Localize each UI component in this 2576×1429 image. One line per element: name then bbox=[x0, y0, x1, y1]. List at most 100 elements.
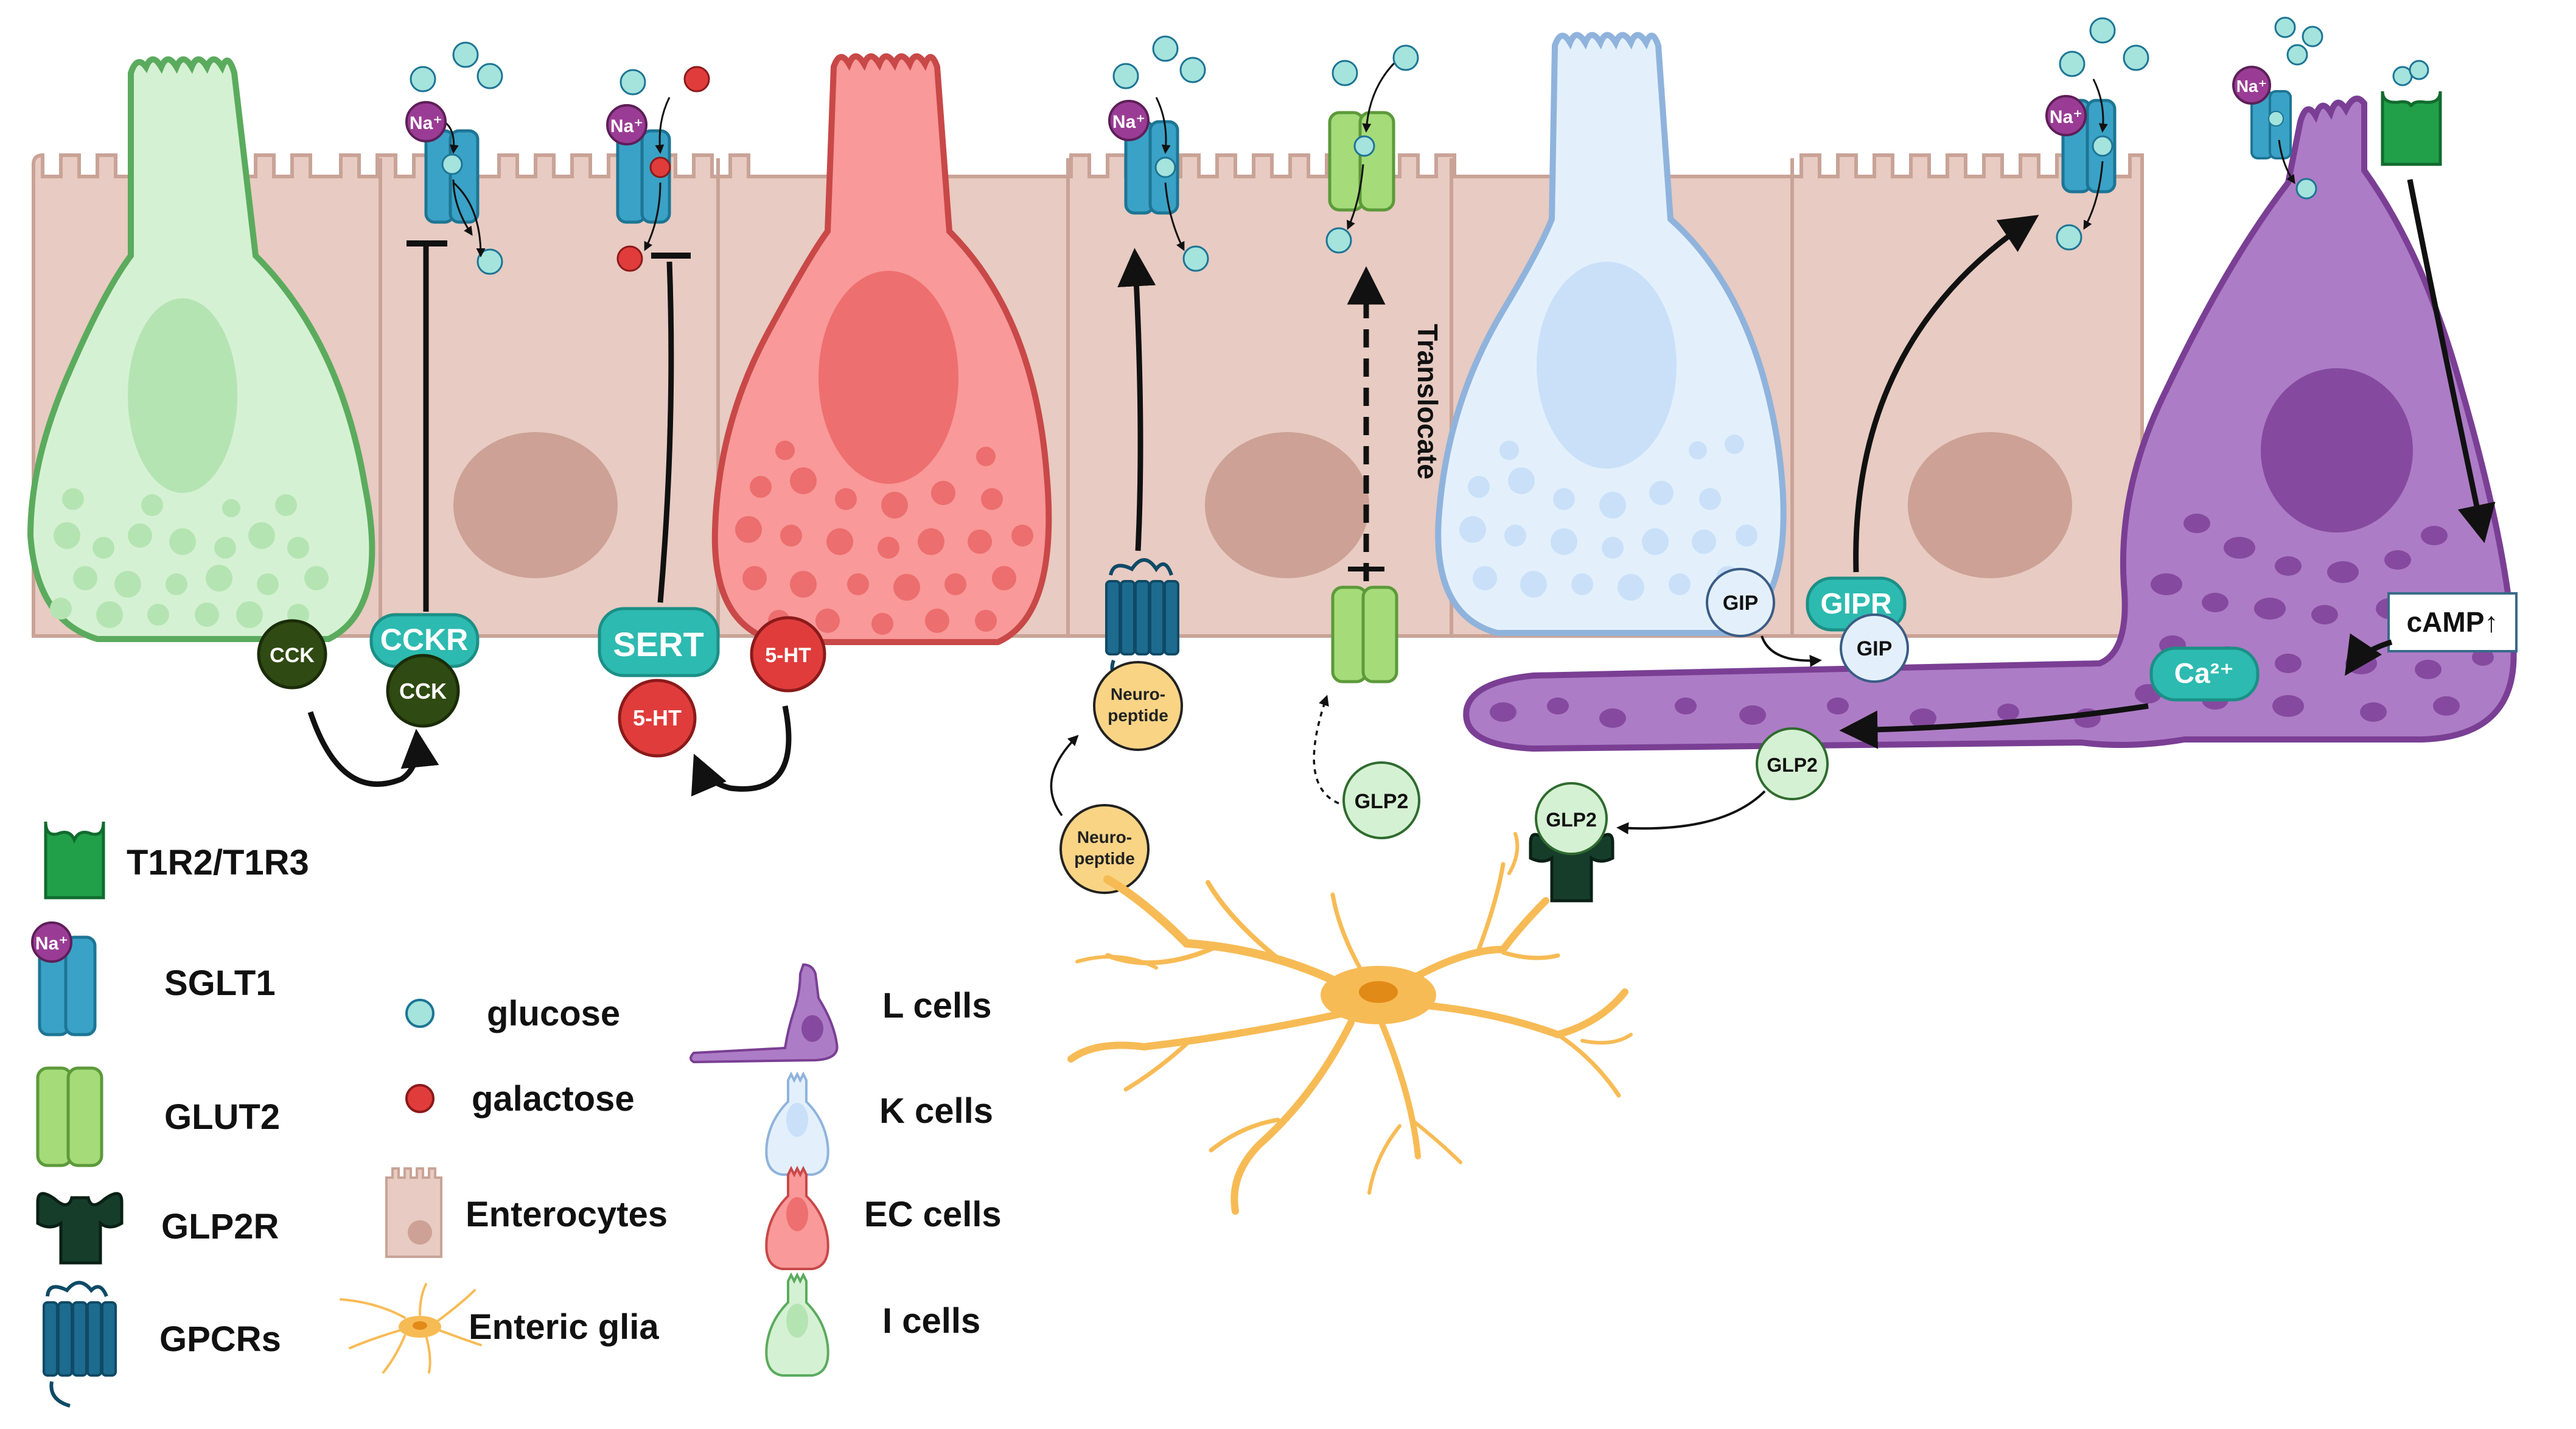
legend-item-enteric-glia: Enteric glia bbox=[340, 1283, 659, 1374]
svg-text:GPCRs: GPCRs bbox=[159, 1319, 281, 1359]
legend-item-i-cells: I cells bbox=[765, 1272, 980, 1377]
legend-item-ec-cells: EC cells bbox=[765, 1165, 1002, 1270]
svg-text:Na⁺: Na⁺ bbox=[2236, 77, 2267, 96]
glia-nucleus bbox=[1359, 981, 1398, 1003]
svg-text:T1R2/T1R3: T1R2/T1R3 bbox=[127, 843, 309, 882]
glp2r-receptor: GLP2 bbox=[1529, 782, 1614, 903]
gpcr-receptor bbox=[1105, 558, 1179, 687]
legend-item-t1r2-t1r3: T1R2/T1R3 bbox=[44, 821, 309, 900]
translocate-label: Translocate bbox=[1412, 324, 1443, 480]
sglt1-icon: Na⁺ bbox=[31, 921, 97, 1036]
sglt1-transporter bbox=[616, 97, 671, 251]
sglt1-transporter bbox=[1124, 97, 1185, 251]
t1r2-t1r3-receptor bbox=[2381, 60, 2442, 166]
legend-item-enterocytes: Enterocytes bbox=[385, 1167, 668, 1258]
svg-text:GIP: GIP bbox=[1723, 592, 1759, 615]
svg-text:K cells: K cells bbox=[879, 1091, 993, 1131]
legend-item-l-cells: L cells bbox=[689, 963, 992, 1064]
legend-item-glp2r: GLP2R bbox=[36, 1192, 279, 1265]
enterocyte-nucleus bbox=[1205, 432, 1369, 578]
gip-bound: GIP bbox=[1840, 613, 1909, 683]
k-cell bbox=[1435, 32, 1787, 636]
glut2-icon bbox=[36, 1066, 103, 1167]
galactose-icon bbox=[405, 1084, 435, 1113]
enterocyte-icon bbox=[385, 1167, 442, 1258]
sodium-ion: Na⁺ bbox=[2045, 95, 2087, 136]
l-cell-signal-arrow bbox=[2407, 179, 2496, 543]
svg-text:GLUT2: GLUT2 bbox=[164, 1097, 280, 1137]
svg-text:peptide: peptide bbox=[1108, 706, 1168, 725]
svg-text:5-HT: 5-HT bbox=[633, 705, 682, 730]
glucose-molecule bbox=[452, 41, 479, 68]
svg-text:Na⁺: Na⁺ bbox=[2050, 107, 2082, 127]
glucose-molecule bbox=[620, 69, 646, 96]
svg-text:EC cells: EC cells bbox=[864, 1195, 1002, 1234]
glucose-molecule bbox=[476, 63, 503, 89]
legend-item-galactose: galactose bbox=[405, 1079, 635, 1119]
glucose-molecule bbox=[1182, 245, 1209, 272]
glucose-molecule bbox=[1332, 60, 1358, 86]
enteric-glia-icon bbox=[340, 1283, 482, 1374]
neuropeptide-released: Neuro- peptide bbox=[1059, 804, 1150, 894]
sodium-ion: Na⁺ bbox=[606, 104, 647, 145]
svg-text:I cells: I cells bbox=[882, 1301, 980, 1341]
glucose-icon bbox=[405, 999, 435, 1028]
glucose-molecule bbox=[1179, 57, 1206, 83]
svg-text:galactose: galactose bbox=[472, 1079, 635, 1119]
sert-transporter: SERT bbox=[598, 607, 720, 677]
svg-text:Ca²⁺: Ca²⁺ bbox=[2174, 657, 2234, 689]
serotonin-bound: 5-HT bbox=[618, 679, 697, 758]
svg-text:CCK: CCK bbox=[270, 644, 315, 667]
svg-text:Enteric glia: Enteric glia bbox=[469, 1307, 659, 1347]
glucose-molecule bbox=[2059, 51, 2086, 77]
legend: T1R2/T1R3 Na⁺ SGLT1 GLUT2 GLP2R bbox=[31, 821, 1002, 1408]
glut2-transporter-basolateral bbox=[1331, 585, 1398, 683]
camp-label: cAMP↑ bbox=[2387, 592, 2518, 652]
glucose-molecule bbox=[2302, 26, 2323, 47]
svg-text:SERT: SERT bbox=[613, 625, 703, 663]
svg-text:Na⁺: Na⁺ bbox=[610, 116, 643, 136]
svg-text:Neuro-: Neuro- bbox=[1111, 685, 1165, 704]
enteric-glia bbox=[1067, 832, 1633, 1215]
glucose-molecule bbox=[1152, 35, 1179, 62]
svg-text:Na⁺: Na⁺ bbox=[410, 113, 442, 133]
glucose-molecule bbox=[1325, 227, 1352, 254]
svg-text:5-HT: 5-HT bbox=[765, 644, 811, 667]
enterocyte-nucleus bbox=[1908, 432, 2072, 578]
legend-item-gpcrs: GPCRs bbox=[43, 1281, 281, 1408]
sodium-ion: Na⁺ bbox=[1108, 100, 1150, 141]
svg-text:Enterocytes: Enterocytes bbox=[466, 1195, 668, 1234]
sglt1-transporter bbox=[2061, 79, 2117, 230]
glp2r-icon bbox=[36, 1192, 124, 1265]
svg-text:CCK: CCK bbox=[399, 679, 447, 704]
glucose-molecule bbox=[2295, 178, 2317, 200]
galactose-molecule bbox=[683, 66, 710, 93]
glucose-molecule bbox=[2274, 16, 2296, 38]
legend-item-k-cells: K cells bbox=[765, 1071, 993, 1176]
glp2-hormone: GLP2 bbox=[1342, 761, 1420, 839]
k-cell-icon bbox=[765, 1071, 829, 1176]
svg-text:SGLT1: SGLT1 bbox=[164, 963, 276, 1003]
svg-text:L cells: L cells bbox=[882, 986, 992, 1025]
svg-text:Na⁺: Na⁺ bbox=[1112, 112, 1145, 132]
t1r2-t1r3-icon bbox=[44, 821, 105, 900]
sodium-ion: Na⁺ bbox=[405, 101, 447, 142]
gip-hormone: GIP bbox=[1706, 568, 1775, 637]
glucose-molecule bbox=[2123, 44, 2149, 71]
svg-text:Neuro-: Neuro- bbox=[1077, 828, 1132, 847]
glucose-molecule bbox=[2089, 17, 2116, 44]
l-cell-icon bbox=[689, 963, 839, 1064]
glucose-molecule bbox=[410, 66, 436, 93]
sodium-ion: Na⁺ bbox=[2232, 66, 2271, 105]
neuropeptide-bound: Neuro- peptide bbox=[1093, 661, 1183, 751]
enterocyte-nucleus bbox=[453, 432, 618, 578]
glucose-molecule bbox=[2056, 224, 2082, 251]
svg-text:CCKR: CCKR bbox=[380, 623, 468, 657]
svg-text:glucose: glucose bbox=[487, 994, 620, 1033]
galactose-molecule bbox=[616, 245, 643, 272]
i-cell bbox=[27, 56, 375, 642]
gpcr-icon bbox=[43, 1281, 117, 1408]
cck-bound: CCK bbox=[386, 654, 460, 728]
svg-text:GLP2: GLP2 bbox=[1355, 790, 1409, 813]
